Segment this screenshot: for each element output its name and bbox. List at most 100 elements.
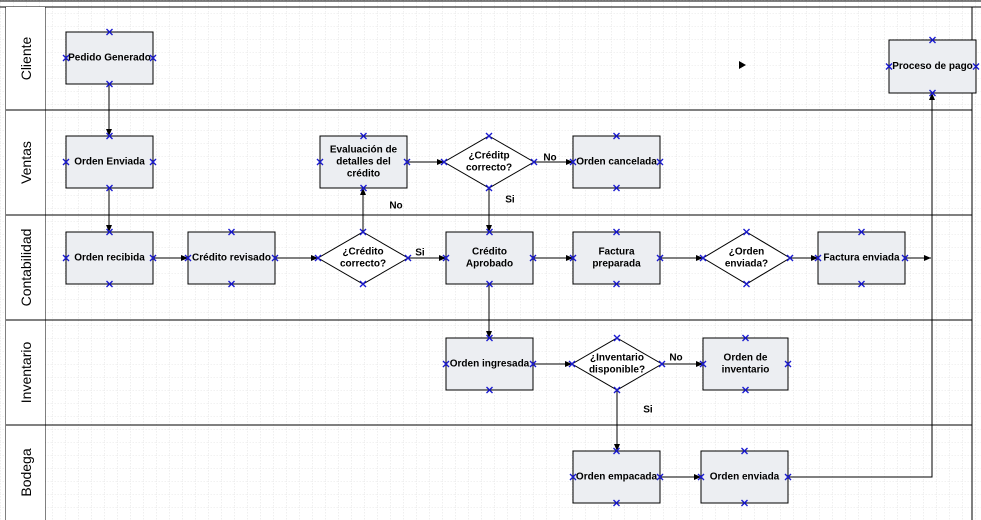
node-orden-enviada-bodega[interactable]: Orden enviada [697, 447, 792, 507]
connector-point-icon [184, 254, 192, 262]
node-text: preparada [592, 259, 641, 270]
lane-inventario: Inventario [6, 319, 972, 425]
node-credito-revisado[interactable]: Crédito revisado [184, 228, 279, 288]
connector-point-icon [486, 280, 493, 288]
node-text: Evaluación de [330, 145, 398, 156]
lane-bodega: Bodega [6, 424, 972, 520]
node-text: correcto? [466, 163, 512, 174]
connector-point-icon [228, 280, 235, 288]
connector-point-icon [697, 473, 705, 481]
connector-point-icon [106, 132, 113, 140]
node-text: Factura [598, 247, 635, 258]
connector-point-icon [486, 334, 493, 342]
node-factura-enviada[interactable]: Factura enviada [814, 228, 909, 288]
connector-point-icon [741, 499, 748, 507]
node-text: ¿Orden [729, 247, 765, 258]
connector-point-icon [569, 473, 577, 481]
connector-point-icon [486, 386, 493, 394]
edge-label-no-cancel: No [543, 153, 556, 164]
node-text: disponible? [589, 365, 645, 376]
node-orden-empacada[interactable]: Orden empacada [569, 447, 664, 507]
edge-label-no-inventario: No [669, 353, 682, 364]
node-orden-recibida[interactable]: Orden recibida [62, 228, 157, 288]
edge-label-no-eval: No [389, 201, 402, 212]
connector-point-icon [316, 158, 324, 166]
connector-point-icon [359, 228, 367, 236]
connector-point-icon [529, 360, 537, 368]
connector-point-icon [485, 132, 493, 140]
lane-label: Ventas [18, 141, 34, 184]
connector-point-icon [106, 80, 113, 88]
node-orden-ingresada[interactable]: Orden ingresada [442, 334, 537, 394]
connector-point-icon [656, 158, 664, 166]
connector-point-icon [568, 360, 576, 368]
connector-point-icon [972, 63, 980, 70]
connector-point-icon [62, 54, 70, 62]
connector-point-icon [149, 54, 157, 62]
connector-point-icon [106, 280, 113, 288]
connector-point-icon [530, 158, 538, 166]
connector-point-icon [228, 228, 235, 236]
connector-point-icon [613, 228, 620, 236]
connector-point-icon [741, 447, 748, 455]
node-text: crédito [347, 169, 380, 180]
connector-point-icon [486, 228, 493, 236]
connector-point-icon [440, 158, 448, 166]
connector-point-icon [929, 36, 936, 44]
connector-point-icon [569, 254, 577, 262]
lane-label: Inventario [18, 342, 34, 404]
connector-point-icon [106, 228, 113, 236]
connectors [106, 84, 935, 480]
connector-point-icon [314, 254, 322, 262]
connector-point-icon [613, 132, 620, 140]
node-text: Aprobado [466, 259, 513, 270]
connector-point-icon [613, 334, 621, 342]
connector-point-icon [784, 473, 792, 481]
node-text: Orden enviada [710, 472, 780, 483]
stray-arrow-icon [739, 61, 746, 69]
edge-label-si-inventario: Si [643, 405, 653, 416]
connector-point-icon [929, 89, 936, 97]
node-text: detalles del [336, 157, 391, 168]
connector-point-icon [613, 280, 620, 288]
connector-point-icon [485, 184, 493, 192]
connector-point-icon [442, 254, 450, 262]
node-text: Orden ingresada [450, 359, 530, 370]
connector-point-icon [613, 184, 620, 192]
edge-label-si-ventas: Si [505, 195, 515, 206]
node-text: enviada? [725, 259, 768, 270]
node-pedido-generado[interactable]: Pedido Generado [62, 28, 157, 88]
connector-point-icon [699, 360, 707, 368]
connector-line [788, 93, 935, 478]
connector-point-icon [742, 334, 749, 342]
node-text: Factura enviada [823, 253, 900, 264]
node-orden-enviada-ventas[interactable]: Orden Enviada [62, 132, 157, 192]
connector-point-icon [360, 132, 367, 140]
node-proceso-pago[interactable]: Proceso de pago [885, 36, 980, 97]
connector-point-icon [149, 254, 157, 262]
connector-point-icon [442, 360, 450, 368]
node-text: correcto? [340, 259, 386, 270]
node-text: Crédito revisado [192, 253, 271, 264]
node-text: Orden de [724, 353, 768, 364]
node-text: Pedido Generado [68, 53, 151, 64]
connector-point-icon [901, 254, 909, 262]
connector-point-icon [613, 499, 620, 507]
connector-point-icon [359, 280, 367, 288]
connector-point-icon [106, 184, 113, 192]
connector-point-icon [271, 254, 279, 262]
node-text: Crédito [472, 247, 507, 258]
connector-point-icon [858, 280, 865, 288]
node-orden-cancelada[interactable]: Orden cancelada [569, 132, 664, 192]
connector-point-icon [784, 360, 792, 368]
